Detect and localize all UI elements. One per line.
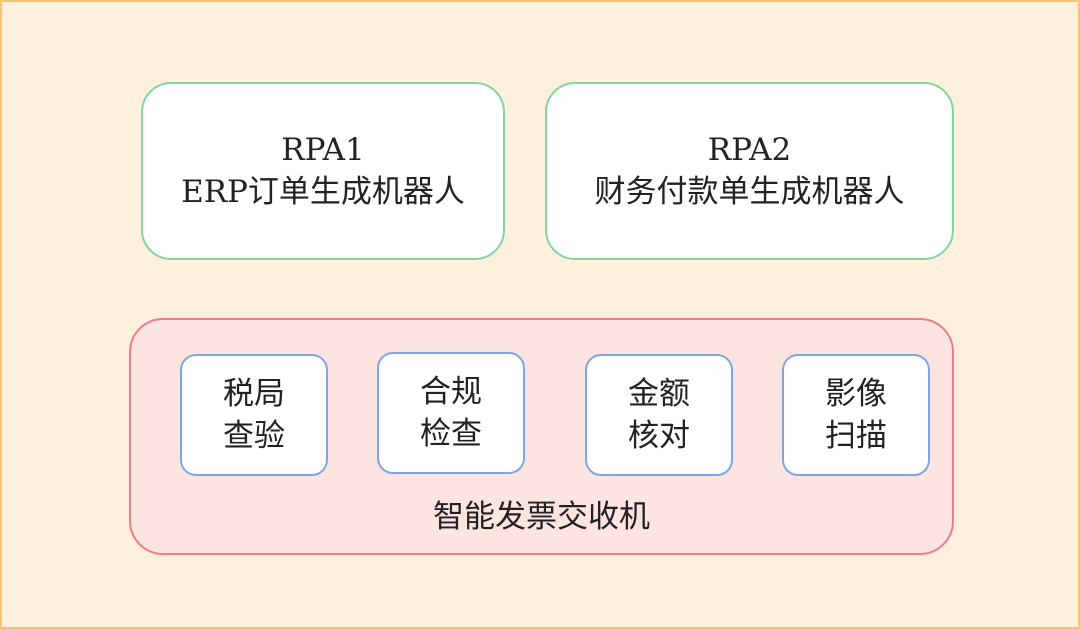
invoice-machine-label: 智能发票交收机	[433, 499, 650, 535]
module-label-line1: 影像	[825, 376, 887, 412]
module-compliance-check: 合规 检查	[377, 352, 525, 474]
module-label-line2: 检查	[420, 416, 482, 452]
rpa2-subtitle: 财务付款单生成机器人	[594, 174, 905, 210]
rpa2-box: RPA2 财务付款单生成机器人	[545, 82, 954, 260]
module-label-line2: 核对	[628, 418, 690, 454]
module-label-line1: 金额	[628, 376, 690, 412]
rpa1-title: RPA1	[281, 132, 365, 168]
rpa1-subtitle: ERP订单生成机器人	[181, 174, 465, 210]
module-label-line2: 查验	[223, 418, 285, 454]
module-label-line1: 合规	[420, 374, 482, 410]
module-label-line1: 税局	[223, 376, 285, 412]
module-label-line2: 扫描	[825, 418, 887, 454]
invoice-machine-box: 税局 查验 合规 检查 金额 核对 影像 扫描 智能发票交收机	[129, 318, 954, 555]
module-tax-bureau-verification: 税局 查验	[180, 354, 328, 476]
rpa1-box: RPA1 ERP订单生成机器人	[141, 82, 505, 260]
module-amount-reconciliation: 金额 核对	[585, 354, 733, 476]
rpa2-title: RPA2	[707, 132, 792, 168]
module-image-scanning: 影像 扫描	[782, 354, 930, 476]
